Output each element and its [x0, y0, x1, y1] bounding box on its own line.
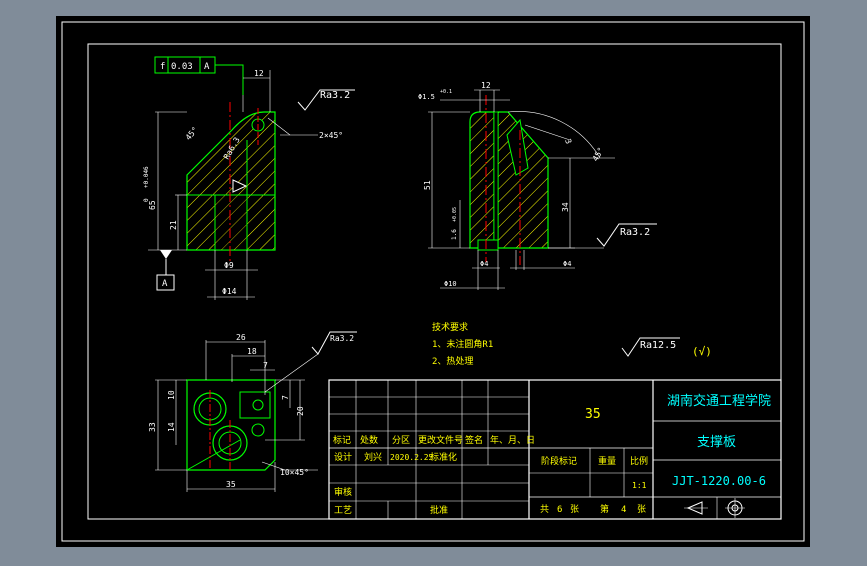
scale-label: 比例 — [630, 455, 648, 467]
process-label: 工艺 — [334, 505, 352, 516]
tech-item-2: 2、热处理 — [432, 355, 473, 367]
top-dim-h-10: 10 — [167, 390, 176, 400]
drawing-number: JJT-1220.00-6 — [672, 474, 766, 488]
front-dim-height-tol: +0.046 — [143, 166, 150, 188]
top-dim-w-total: 26 — [236, 333, 246, 342]
header-zone: 分区 — [392, 435, 410, 446]
tech-requirements: 技术要求 1、未注圆角R1 2、热处理 — [432, 321, 493, 367]
side-view: 12 Φ1.5 +0.1 51 1.6 +0.05 45° 34 3 Φ4 Φ4… — [418, 81, 657, 290]
top-dim-chamfer: 10×45° — [280, 468, 309, 477]
front-dim-bottom-outer: Φ14 — [222, 287, 237, 296]
datum-box — [156, 274, 175, 291]
sheets-total-prefix: 共 — [540, 504, 549, 515]
side-dim-hole-tol: +0.1 — [440, 89, 452, 95]
tolerance-value: 0.03 — [171, 62, 193, 72]
top-roughness: Ra3.2 — [330, 334, 354, 343]
designer: 刘兴 — [364, 451, 382, 463]
general-roughness-mark: (√) — [692, 345, 712, 358]
tech-title: 技术要求 — [432, 321, 468, 333]
part-name: 支撑板 — [697, 435, 736, 450]
tolerance-symbol: f — [160, 62, 165, 72]
general-roughness-value: Ra12.5 — [640, 340, 676, 351]
header-date: 年、月、日 — [490, 434, 535, 446]
side-dim-slot: 3 — [563, 138, 573, 146]
sheet-no: 4 — [621, 505, 626, 515]
top-dim-w-7: 7 — [263, 361, 268, 370]
approve-label: 批准 — [430, 504, 448, 516]
sheets-total: 6 — [557, 505, 562, 515]
general-roughness: Ra12.5 (√) — [621, 337, 712, 358]
front-dim-height-tol-lower: 0 — [143, 198, 150, 202]
standardize-label: 标准化 — [430, 451, 457, 463]
top-dim-h-14: 14 — [167, 422, 176, 432]
side-dim-small-tol: +0.05 — [452, 207, 458, 222]
datum-label: A — [162, 279, 168, 289]
design-date: 2020.2.25 — [390, 453, 434, 462]
top-dim-w-18: 18 — [247, 347, 257, 356]
side-roughness: Ra3.2 — [620, 227, 650, 238]
top-dim-h-20: 20 — [296, 406, 305, 416]
weight-label: 重量 — [598, 455, 616, 467]
paper — [56, 16, 810, 547]
side-dim-hole: Φ1.5 — [418, 93, 435, 101]
front-dim-left-lower: 21 — [169, 220, 178, 230]
front-part-outline — [186, 111, 276, 251]
side-dim-top-width: 12 — [481, 81, 491, 90]
front-dim-height: 65 — [148, 200, 157, 210]
top-dim-h-33: 33 — [148, 422, 157, 432]
design-label: 设计 — [334, 451, 352, 463]
tech-item-1: 1、未注圆角R1 — [432, 338, 493, 350]
outer-frame — [61, 21, 805, 542]
review-label: 审核 — [334, 486, 352, 498]
header-change-doc: 更改文件号 — [418, 434, 463, 446]
scale-value: 1:1 — [632, 481, 647, 490]
side-dim-bottom-left: Φ4 — [480, 260, 488, 268]
top-view: 26 18 7 33 10 14 7 20 35 10×45° Ra3.2 — [148, 331, 357, 492]
front-view: f 0.03 A 12 45° 2×45° 65 +0.046 0 21 — [143, 56, 355, 300]
front-dim-chamfer: 2×45° — [319, 131, 343, 140]
projection-symbol-icon — [684, 498, 745, 518]
side-dim-inner: 34 — [561, 202, 570, 212]
side-part-left — [469, 111, 495, 249]
front-dim-top: 12 — [254, 69, 264, 78]
side-dim-bottom-right: Φ4 — [563, 260, 571, 268]
top-dim-bottom: 35 — [226, 480, 236, 489]
header-mark: 标记 — [333, 434, 351, 446]
stage-label: 阶段标记 — [541, 455, 577, 467]
header-sign: 签名 — [465, 434, 483, 446]
material: 35 — [585, 407, 601, 422]
sheet-no-suffix: 张 — [637, 504, 646, 515]
header-count: 处数 — [360, 434, 378, 446]
side-dim-height: 51 — [423, 180, 432, 190]
front-dim-bottom-inner: Φ9 — [224, 261, 234, 270]
sheet-no-prefix: 第 — [600, 503, 609, 515]
side-dim-bottom: Φ10 — [444, 280, 457, 288]
tolerance-datum: A — [204, 62, 210, 72]
school-name: 湖南交通工程学院 — [667, 393, 771, 409]
front-roughness: Ra3.2 — [320, 90, 350, 101]
sheets-total-suffix: 张 — [570, 504, 579, 515]
top-dim-h-7: 7 — [281, 395, 290, 400]
side-dim-small-height: 1.6 — [451, 229, 458, 240]
title-block: 35 湖南交通工程学院 支撑板 JJT-1220.00-6 标记 处数 分区 更… — [328, 379, 782, 520]
